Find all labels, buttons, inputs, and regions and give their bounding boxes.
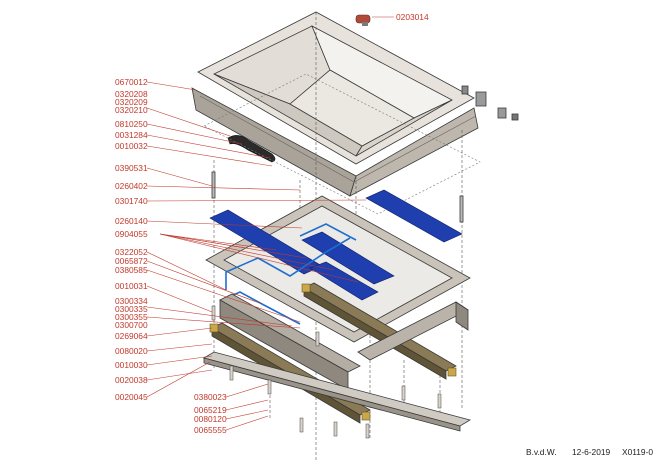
label-0010031: 0010031 — [115, 281, 148, 291]
label-0020045: 0020045 — [115, 392, 148, 402]
label-0020038: 0020038 — [115, 375, 148, 385]
hood-seal — [199, 95, 477, 183]
hood-handle — [227, 135, 276, 163]
footer-date: 12-6-2019 — [572, 447, 611, 457]
motor-part-icon — [355, 14, 371, 26]
label-0320209: 0320209 — [115, 97, 148, 107]
roof-hood — [191, 11, 479, 197]
label-0010030: 0010030 — [115, 360, 148, 370]
label-0300355: 0300355 — [115, 312, 148, 322]
label-0065219: 0065219 — [194, 405, 227, 415]
label-0260402: 0260402 — [115, 181, 148, 191]
label-0810250: 0810250 — [115, 119, 148, 129]
title-block: B.v.d.W. 12-6-2019 X0119-0 — [526, 447, 653, 457]
label-0031284: 0031284 — [115, 130, 148, 140]
label-0301740: 0301740 — [115, 196, 148, 206]
label-0203014: 0203014 — [396, 12, 429, 22]
label-0322052: 0322052 — [115, 247, 148, 257]
label-0300335: 0300335 — [115, 304, 148, 314]
blue-panel-lower — [309, 261, 379, 301]
label-0670012: 0670012 — [115, 77, 148, 87]
label-0080120: 0080120 — [194, 414, 227, 424]
label-0320208: 0320208 — [115, 89, 148, 99]
blue-panel-center — [301, 231, 395, 285]
label-0260140: 0260140 — [115, 216, 148, 226]
hinge-hardware — [461, 85, 519, 121]
footer-drawing-number: X0119-0 — [622, 447, 653, 457]
gasket-outline — [203, 73, 481, 215]
label-0904055: 0904055 — [115, 229, 148, 239]
part-labels: 0203014 0670012 0320208 0320209 0320210 … — [115, 12, 429, 435]
label-0080020: 0080020 — [115, 346, 148, 356]
hood-skirt-right — [349, 107, 479, 197]
label-0065555: 0065555 — [194, 425, 227, 435]
left-pins — [211, 171, 464, 223]
label-0300700: 0300700 — [115, 320, 148, 330]
label-0390531: 0390531 — [115, 163, 148, 173]
label-0320210: 0320210 — [115, 105, 148, 115]
screws — [211, 305, 442, 439]
label-0300334: 0300334 — [115, 296, 148, 306]
label-0380023: 0380023 — [194, 392, 227, 402]
footer-author: B.v.d.W. — [526, 447, 557, 457]
label-0380585: 0380585 — [115, 265, 148, 275]
label-0269064: 0269064 — [115, 331, 148, 341]
bottom-bar — [202, 351, 472, 432]
label-0065872: 0065872 — [115, 256, 148, 266]
label-0010032: 0010032 — [115, 141, 148, 151]
hood-top-center — [289, 69, 415, 147]
leader-lines — [146, 16, 394, 431]
side-profile — [357, 301, 469, 361]
blue-strip-upper — [365, 189, 463, 243]
